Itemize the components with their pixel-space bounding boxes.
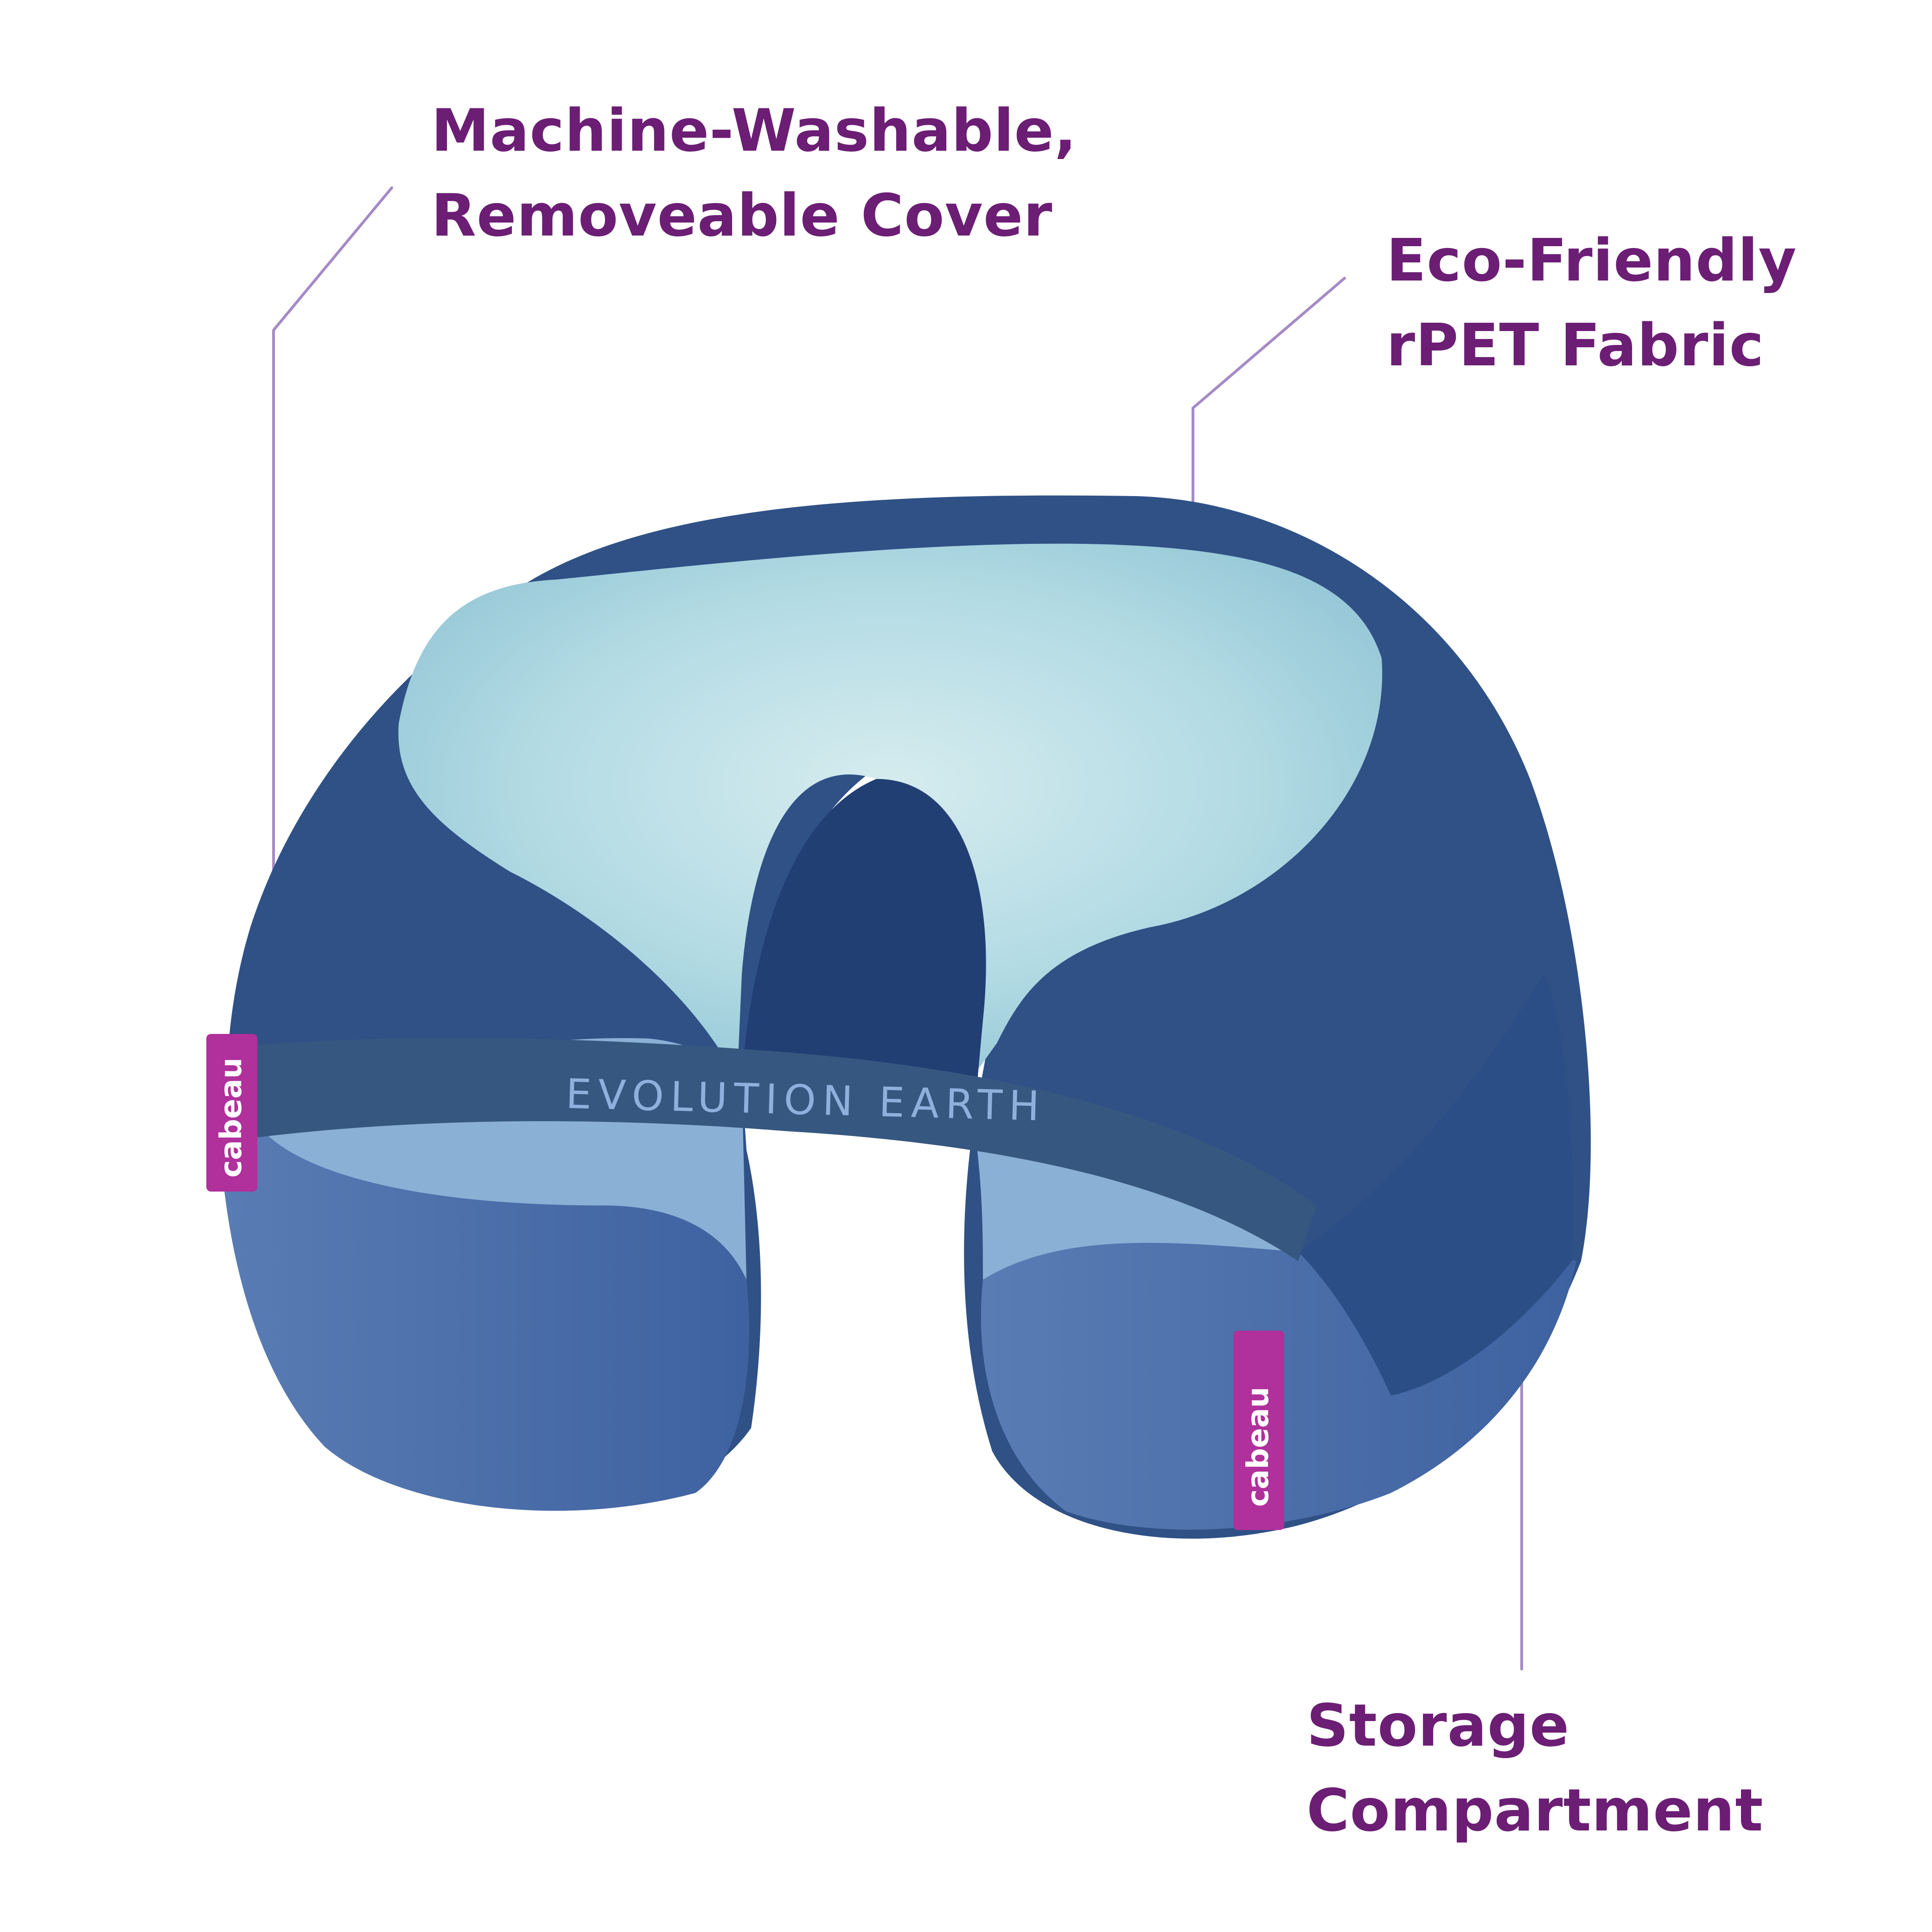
- brand-tag-right: cabeau: [1233, 1331, 1284, 1530]
- pillow-neck-opening: [742, 779, 986, 1122]
- callout-fabric-line2: rPET Fabric: [1386, 311, 1765, 379]
- callout-fabric-line1: Eco-Friendly: [1386, 226, 1797, 294]
- tag-text-right: cabeau: [1241, 1387, 1275, 1507]
- callout-storage-line2: Compartment: [1307, 1776, 1764, 1844]
- storage-compartment-flap: [1298, 974, 1573, 1396]
- callout-cover-line1: Machine-Washable,: [431, 96, 1077, 165]
- pillow-strap: [223, 1038, 1317, 1261]
- callout-cover-line2: Removeable Cover: [431, 181, 1053, 249]
- leader-line-cover: [272, 186, 393, 933]
- callout-removable-cover: Machine-Washable, Removeable Cover: [431, 88, 1077, 258]
- pillow-front-left: [218, 1080, 749, 1511]
- tag-text-left: cabeau: [214, 1058, 249, 1178]
- callout-storage-line1: Storage: [1307, 1691, 1570, 1760]
- callout-storage-compartment: Storage Compartment: [1307, 1683, 1764, 1853]
- callout-eco-fabric: Eco-Friendly rPET Fabric: [1386, 218, 1797, 388]
- brand-tag-left: cabeau: [206, 1034, 257, 1192]
- pillow-inner-surface: [398, 543, 1383, 1080]
- neck-pillow: EVOLUTION EARTH cabeau cabeau: [206, 495, 1591, 1539]
